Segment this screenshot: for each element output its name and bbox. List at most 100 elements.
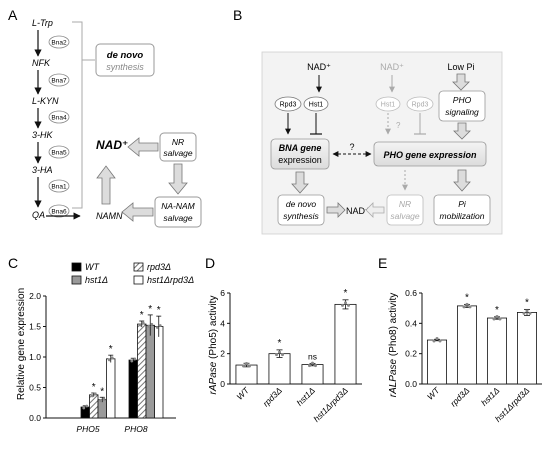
bna-line1: BNA gene [279,143,322,153]
enzyme-bna4: Bna4 [51,115,67,122]
pho-signaling-line2: signaling [445,107,479,117]
d-ylabel-italic: rAPase [208,361,219,394]
c-legend-swatch [133,275,144,285]
c-point [90,394,94,398]
arrow-nr-to-nad [127,137,159,157]
panel-label-a: A [8,7,18,23]
pi-line2: mobilization [440,211,485,221]
c-point [93,392,97,396]
e-point [498,317,502,321]
pi-line1: Pi [458,199,467,209]
c-point [133,357,137,361]
d-bar [268,353,291,385]
c-legend-label: hst1Δrpd3Δ [147,275,194,285]
pho-expression-box [373,141,487,167]
bna-expression-box [270,138,330,170]
e-bar [517,312,538,385]
e-bar [456,305,477,385]
d-category-label: hst1Δrpd3Δ [311,385,350,424]
c-legend-label: WT [85,262,100,272]
d-category-label: rpd3Δ [261,385,284,408]
metabolite-ltrp: L-Trp [32,18,53,28]
e-bar [486,317,507,385]
pho-signaling-box [438,90,486,122]
nad-left: NAD⁺ [307,62,331,72]
c-point [82,406,86,410]
e-point [468,305,472,309]
arrow-nr-to-nanam [168,163,188,195]
e-category-label: rpd3Δ [448,385,471,408]
nr-salvage-box-b [386,194,424,226]
c-ytick-label: 1.5 [29,322,41,332]
c-legend-swatch [71,262,82,272]
rpd3-mid: Rpd3 [412,102,429,109]
e-point [465,302,469,306]
d-point [311,361,314,365]
panel-d: D rAPase (Pho5) activity 0246WT*rpd3Δnsh… [205,255,362,424]
nr-salvage-box [159,132,197,162]
pi-mobilization-box [433,194,491,226]
e-category-label: hst1Δ [479,385,502,408]
d-point [242,364,245,368]
panel-a: A L-Trp NFK L-KYN 3-HK 3-HA QA Bna2 Bna7… [8,7,202,228]
c-star: * [92,382,96,393]
enzyme-bna2: Bna2 [51,40,67,47]
nad-label: NAD⁺ [96,138,128,152]
e-annotation: * [525,297,529,308]
nr-salvage-b-line1: NR [399,199,411,209]
c-star: * [100,386,104,397]
c-legend-swatch [71,275,82,285]
d-point [341,303,344,307]
d-point [278,350,281,354]
c-ylabel: Relative gene expression [16,288,27,400]
enzyme-bna5: Bna5 [51,150,67,157]
panel-label-e: E [378,255,387,271]
d-point [275,353,278,357]
c-star: * [109,344,113,355]
c-point [158,324,162,327]
d-bar [334,303,357,385]
de-novo-title: de novo [107,50,144,61]
enzyme-bna1: Bna1 [51,184,67,191]
c-point [141,321,145,325]
c-bar [106,358,116,419]
c-ytick-label: 1.0 [29,352,41,362]
d-ytick-label: 2 [220,349,225,359]
question-small: ? [396,121,401,130]
c-point [110,356,114,360]
metabolite-3ha: 3-HA [32,165,53,175]
metabolite-nfk: NFK [32,58,51,68]
d-point [308,364,311,368]
de-novo-synthesis-box [277,194,325,226]
c-legend-swatch [133,262,144,272]
c-bar [154,326,164,419]
c-point [147,324,151,328]
e-plot: 0.00.20.40.6WT*rpd3Δ*hst1Δ*hst1Δrpd3Δ [405,288,542,424]
d-ytick-label: 0 [220,379,225,389]
rpd3-left: Rpd3 [280,102,297,109]
panel-e: E rALPase (Pho8) activity 0.00.20.40.6WT… [378,255,542,424]
d-point [245,362,248,366]
enzyme-bna6: Bna6 [51,209,67,216]
c-point [102,397,106,401]
arrow-nanam-to-namn [121,202,154,222]
d-ylabel-rest: (Pho5) activity [208,296,219,362]
na-nam-salvage-box [154,196,202,228]
nad-mid: NAD⁺ [380,62,404,72]
e-annotation: * [465,292,469,303]
metabolite-lkyn: L-KYN [32,96,59,106]
e-ylabel: rALPase (Pho8) activity [388,293,399,398]
c-legend-label: hst1Δ [85,275,108,285]
c-ytick-label: 0.0 [29,413,41,423]
c-point [107,358,111,362]
de-novo-box [95,43,155,77]
metabolite-3hk: 3-HK [32,130,54,140]
e-point [495,315,499,319]
e-ytick-label: 0.6 [405,288,417,298]
e-ylabel-rest: (Pho8) activity [388,293,399,359]
c-point [130,359,134,363]
c-point [150,322,154,326]
e-point [435,337,439,341]
